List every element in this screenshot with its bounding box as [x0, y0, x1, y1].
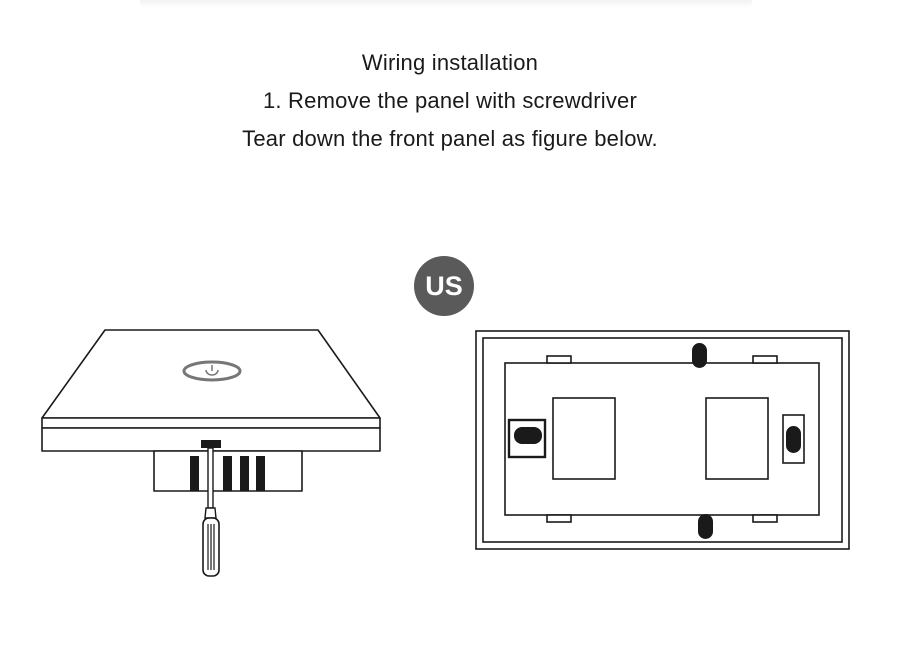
instruction-description: Tear down the front panel as figure belo…: [242, 126, 658, 151]
top-divider: [140, 0, 752, 8]
instruction-step: 1. Remove the panel with screwdriver: [262, 88, 638, 113]
switch-window-left: [552, 397, 616, 480]
power-icon: [182, 360, 242, 382]
instruction-title: Wiring installation: [361, 50, 539, 75]
side-clip-right: [782, 414, 805, 464]
screw-holes: [514, 343, 801, 539]
screwdriver-icon: [201, 440, 221, 577]
terminal-slots: [190, 456, 265, 491]
side-clip-left: [507, 418, 547, 459]
mounting-plate: [504, 362, 820, 516]
wall-box-inner-frame: [482, 337, 843, 543]
switch-window-right: [705, 397, 769, 480]
us-badge: US: [414, 256, 474, 316]
wall-box-outer-frame: [475, 330, 850, 550]
instruction-text: Wiring installation 1. Remove the panel …: [0, 44, 900, 158]
